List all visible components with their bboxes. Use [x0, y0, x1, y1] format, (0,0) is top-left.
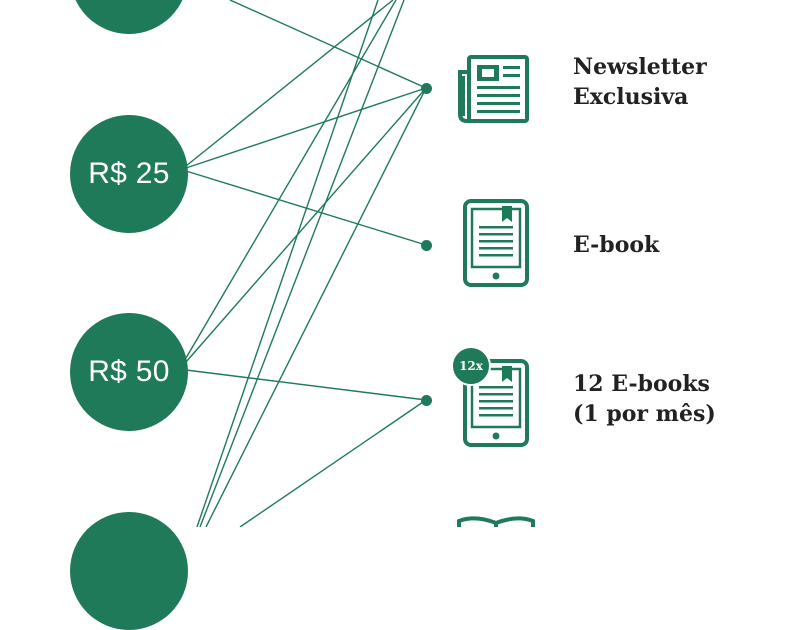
tier-circle-bottom [70, 512, 188, 630]
tier-label: R$ 50 [88, 355, 170, 388]
connector-dot-ebooks12 [421, 395, 432, 406]
connector-bottom-ebooks12 [239, 399, 427, 527]
connector-rs50-newsletter [185, 87, 427, 363]
connector-rs25-offscreen [185, 0, 394, 167]
tablet-ebook-icon-12 [463, 359, 529, 447]
badge-text: 12x [459, 359, 483, 373]
tier-circle-rs25: R$ 25 [70, 115, 188, 233]
reward-label-ebook: E-book [573, 232, 660, 258]
open-book-icon [457, 516, 535, 527]
connector-lines [185, 0, 427, 527]
connector-dot-newsletter [421, 83, 432, 94]
connector-bottom-offscreen-1 [196, 0, 379, 527]
reward-label-12-ebooks: 12 E-books (1 por mês) [573, 371, 716, 427]
connector-rs50-ebooks12 [185, 369, 427, 401]
connector-rs50-offscreen [185, 0, 397, 359]
connector-bottom-offscreen-2 [199, 0, 405, 527]
tablet-ebook-icon [463, 199, 529, 287]
newspaper-icon [458, 55, 529, 123]
connector-top-newsletter [229, 0, 427, 89]
tier-label: R$ 25 [88, 157, 170, 190]
reward-label-newsletter: Newsletter Exclusiva [573, 54, 707, 110]
connector-dot-ebook [421, 240, 432, 251]
quantity-badge: 12x [451, 346, 491, 386]
connector-bottom-newsletter [205, 87, 427, 527]
tier-circle-rs50: R$ 50 [70, 313, 188, 431]
connector-rs25-newsletter [185, 87, 427, 169]
